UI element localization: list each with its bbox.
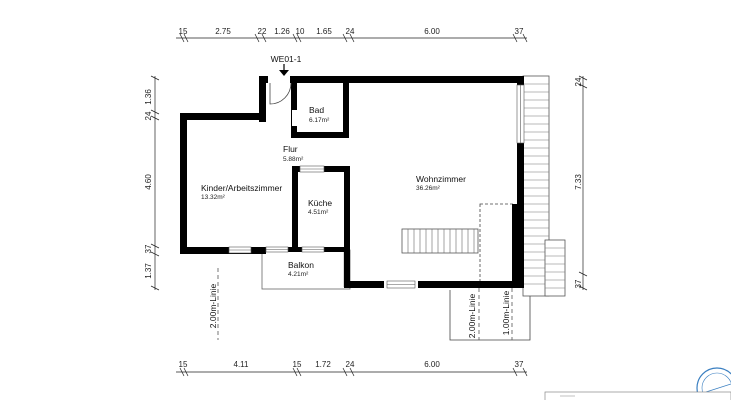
room-kueche: Küche 4.51m² [308,198,332,216]
dim-top-4: 1.26 [274,27,290,36]
limit-line-right-label: 1.00m-Linie [501,291,511,336]
dim-bottom-4: 1.72 [315,360,331,369]
dim-left-5: 1.37 [144,263,153,279]
dim-bottom-3: 15 [293,360,302,369]
title-block [544,391,731,400]
dim-left-1: 1.36 [144,89,153,105]
unit-label: WE01-1 [271,54,302,64]
room-name: Wohnzimmer [416,174,466,184]
room-area: 6.17m² [309,117,330,124]
dim-left-4: 37 [144,244,153,253]
room-wohnzimmer: Wohnzimmer 36.26m² [416,174,466,192]
dimension-chain-bottom: 15 4.11 15 1.72 24 6.00 37 [176,360,528,377]
room-name: Bad [309,105,324,115]
dim-left-2: 24 [144,111,153,120]
dim-top-2: 2.75 [215,27,231,36]
room-area: 5.88m² [283,156,304,163]
walls [180,76,524,288]
dim-bottom-6: 6.00 [424,360,440,369]
interior-stair [401,228,479,254]
dim-bottom-5: 24 [346,360,355,369]
room-name: Kinder/Arbeitszimmer [201,183,282,193]
room-balkon: Balkon 4.21m² [288,260,314,278]
dim-right-3: 37 [574,279,583,288]
dim-top-1: 15 [179,27,188,36]
room-name: Flur [283,144,298,154]
stamp-seal [696,367,731,400]
dim-bottom-7: 37 [515,360,524,369]
room-area: 4.21m² [288,271,309,278]
room-bad: Bad 6.17m² [309,105,330,124]
limit-line-left-label: 2.00m-Linie [208,284,218,329]
dim-right-2: 7.33 [574,174,583,190]
entry-arrow-icon [279,64,289,76]
dimension-chain-top: 15 2.75 22 1.26 10 1.65 24 6.00 37 [176,27,528,43]
dimension-chain-right: 24 7.33 37 [574,75,588,291]
balcony-outline [261,249,351,290]
dim-top-3: 22 [258,27,267,36]
dim-top-7: 24 [346,27,355,36]
dim-left-3: 4.60 [144,174,153,190]
exterior-stair [522,75,566,297]
limit-line-mid-label: 2.00m-Linie [467,294,477,339]
dimension-chain-left: 1.36 24 4.60 37 1.37 [144,75,160,291]
room-area: 4.51m² [308,209,329,216]
room-kinder: Kinder/Arbeitszimmer 13.32m² [201,183,282,201]
room-flur: Flur 5.88m² [283,144,304,163]
dim-right-1: 24 [574,77,583,86]
room-name: Balkon [288,260,314,270]
dim-top-9: 37 [515,27,524,36]
room-area: 13.32m² [201,194,226,201]
openings [228,76,525,289]
dim-bottom-1: 15 [179,360,188,369]
room-name: Küche [308,198,332,208]
dim-top-5: 10 [296,27,305,36]
dim-top-6: 1.65 [316,27,332,36]
dim-bottom-2: 4.11 [234,360,250,369]
room-area: 36.26m² [416,185,441,192]
dim-top-8: 6.00 [424,27,440,36]
